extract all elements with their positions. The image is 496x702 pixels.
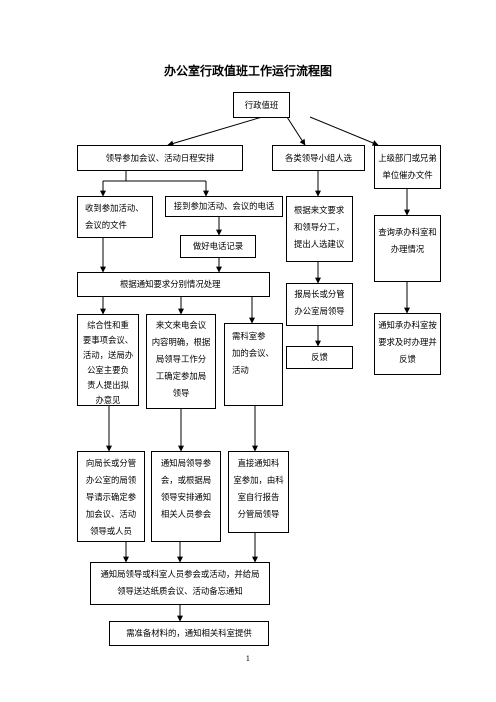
node-phone-record: 做好电话记录 <box>180 235 256 258</box>
node-meeting-schedule: 领导参加会议、活动日程安排 <box>77 145 243 171</box>
node-direct-notify: 直接通知科 室参加，由科 室自行报告 分管局领导 <box>228 451 289 533</box>
node-per-notice: 根据通知要求分别情况处理 <box>77 272 270 297</box>
node-notify-attend: 通知局领导或科室人员参会或活动，并给局 领导送达纸质会议、活动备忘通知 <box>90 562 270 605</box>
node-materials: 需准备材料的，通知相关科室提供 <box>109 621 269 646</box>
node-clear-content: 来文来电会议 内容明确，根据 局领导工作分 工确定参加局 领导 <box>146 314 216 409</box>
node-query-office: 查询承办科室和 办理情况 <box>374 215 441 282</box>
node-root: 行政值班 <box>233 92 290 118</box>
node-per-doc-assign: 根据来文要求 和领导分工， 提出人选建议 <box>286 196 353 262</box>
node-notify-leader: 通知局领导参 会，或根据局 领导安排通知 相关人员参会 <box>151 451 221 542</box>
node-received-docs: 收到参加活动、 会议的文件 <box>77 196 153 238</box>
arrow-root-to-schedule <box>167 116 263 147</box>
node-superior-urge: 上级部门或兄弟 单位催办文件 <box>374 145 441 189</box>
arrow-root-to-leadergroup <box>286 116 306 146</box>
node-leader-group: 各类领导小组人选 <box>272 145 365 171</box>
node-received-call: 接到参加活动、会议的电话 <box>165 196 283 217</box>
node-notify-office: 通知承办科室按 要求及时办理并 反馈 <box>374 313 441 375</box>
node-section-needed: 需科室参 加的会议、 活动 <box>224 323 283 406</box>
node-request-director: 向局长或分管 办公室的局领 导请示确定参 加会议、活动 领导或人员 <box>77 451 145 542</box>
page-number: 1 <box>245 655 251 663</box>
node-feedback: 反馈 <box>286 346 353 369</box>
arrow-root-to-superior <box>309 116 379 146</box>
page-title: 办公室行政值班工作运行流程图 <box>163 64 332 78</box>
node-comprehensive: 综合性和重 要事项会议、 活动，送局办 公室主要负 责人提出拟 办意见 <box>77 314 139 406</box>
node-report-director: 报局长或分管 办公室局领导 <box>286 283 353 326</box>
